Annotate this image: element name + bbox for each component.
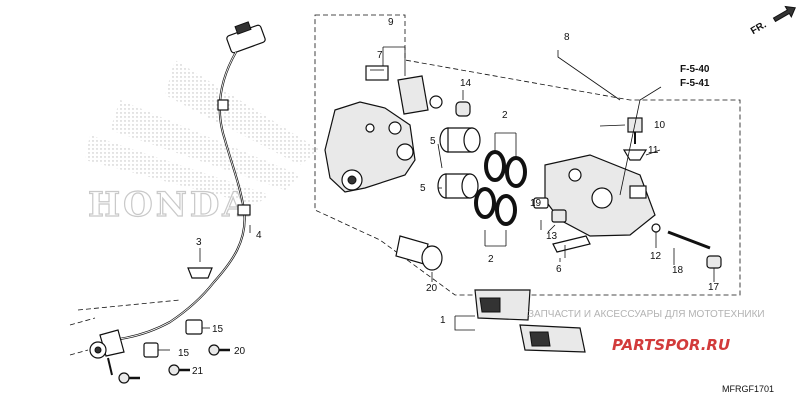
reference-f-5-41: F-5-41 (680, 78, 710, 89)
boot-14 (455, 90, 471, 117)
callout-2-top: 2 (502, 110, 508, 121)
callout-3: 3 (196, 237, 202, 248)
slide-pin-9 (397, 75, 443, 115)
callout-10: 10 (654, 120, 666, 131)
callout-20-right: 20 (234, 346, 246, 357)
watermark-store-text: ЗАПЧАСТИ И АКСЕССУАРЫ ДЛЯ МОТОТЕХНИКИ (528, 309, 765, 320)
reference-f-5-40: F-5-40 (680, 64, 710, 75)
brake-pads-1 (474, 289, 586, 353)
sleeve-19 (395, 235, 443, 271)
speed-sensor-harness (89, 21, 266, 376)
pad-pin-17 (651, 223, 722, 269)
callout-20-left: 21 (192, 366, 204, 377)
callout-7: 7 (377, 50, 383, 61)
clamp-15 (143, 319, 210, 358)
callout-15-left: 15 (178, 348, 190, 359)
callout-18: 19 (530, 198, 542, 209)
callout-12: 12 (650, 251, 662, 262)
front-arrow-icon (772, 5, 796, 23)
reference-labels: F-5-40 F-5-41 (680, 64, 710, 89)
caliper-body (544, 154, 656, 237)
callout-6: 6 (556, 264, 562, 275)
sensor-dash-lines (69, 299, 181, 356)
callout-numbers: 9 7 8 14 2 5 5 2 10 11 19 13 6 12 18 17 … (178, 17, 720, 377)
callout-16: 17 (708, 282, 720, 293)
front-direction-indicator: FR. (749, 5, 796, 37)
callout-8: 8 (564, 32, 570, 43)
pad-retainer-6 (552, 235, 591, 258)
callout-14: 14 (460, 78, 472, 89)
callout-17: 18 (672, 265, 684, 276)
callout-1: 1 (440, 315, 446, 326)
honda-watermark-text: HONDA (88, 185, 252, 225)
bolts-20-21 (118, 344, 230, 384)
callout-11: 11 (648, 145, 659, 156)
callout-leaders (249, 46, 715, 331)
piston-seals-2 (474, 132, 527, 247)
callout-4: 4 (256, 230, 262, 241)
caliper-assembly-frame (314, 14, 741, 296)
callout-5-bottom: 5 (420, 183, 426, 194)
callout-2-bottom: 2 (488, 254, 494, 265)
watermark-store-logo: PARTSPOR.RU (612, 336, 730, 354)
honda-wing-watermark: HONDA (85, 60, 320, 226)
pad-spring-7 (365, 65, 389, 81)
callout-15-right: 15 (212, 324, 224, 335)
clip-3 (187, 248, 213, 279)
callout-13: 13 (546, 231, 558, 242)
front-label: FR. (749, 19, 769, 37)
plug-13-18 (533, 197, 567, 223)
diagram-code: MFRGF1701 (722, 384, 774, 394)
callout-5-top: 5 (430, 136, 436, 147)
callout-19: 20 (426, 283, 438, 294)
caliper-bracket (324, 101, 416, 193)
pistons-5 (437, 127, 481, 199)
callout-9: 9 (388, 17, 394, 28)
